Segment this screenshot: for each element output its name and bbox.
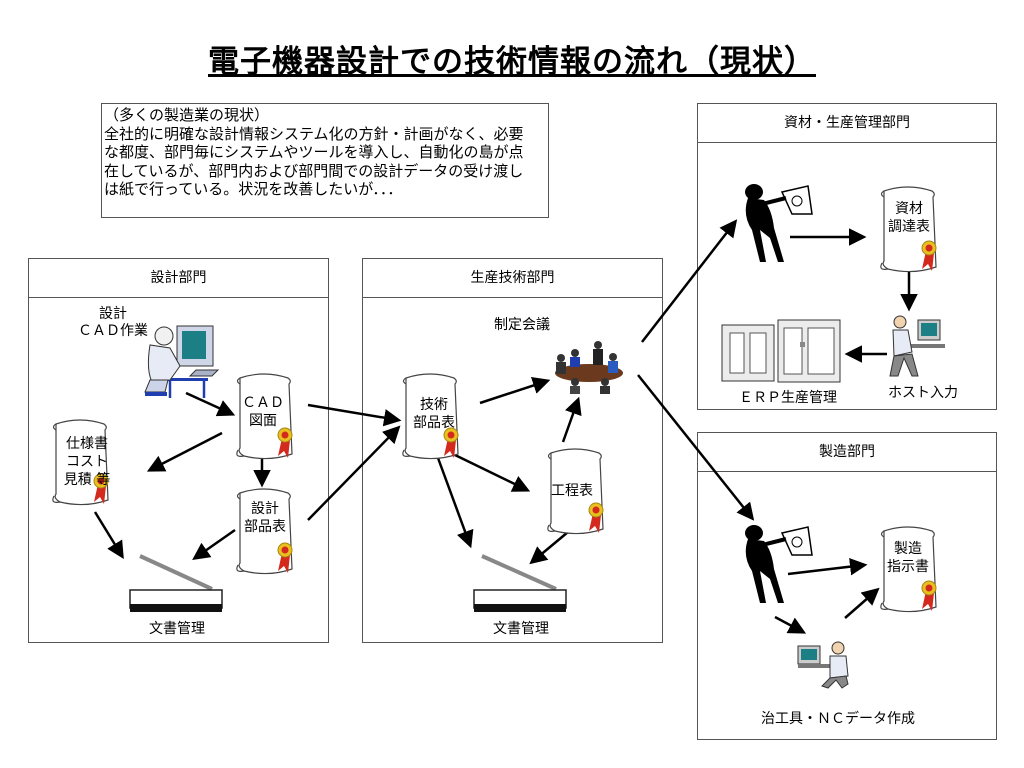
doc-line: 部品表	[413, 415, 455, 431]
label-line: 設計	[99, 306, 127, 322]
cad-workstation-icon	[144, 325, 220, 398]
doc-line: 工程表	[551, 483, 593, 499]
manufacturing-dept-panel: 製造部門	[697, 432, 997, 740]
erp-server-icon	[721, 319, 841, 383]
process-doc-label: 工程表	[546, 482, 598, 500]
arrow-process-to-docmgmt	[529, 531, 569, 565]
doc-line: 調達表	[888, 219, 930, 235]
design-dept-panel: 設計部門	[28, 258, 329, 643]
arrow-process-to-meeting	[561, 396, 582, 443]
label-line: ＣＡＤ作業	[78, 323, 148, 339]
cad-work-label: 設計 ＣＡＤ作業	[70, 306, 156, 340]
arrow-design-bom-to-docmgmt	[192, 528, 236, 561]
arrow-meeting-to-materials	[641, 219, 738, 343]
nc-workstation-operator-icon	[797, 641, 849, 689]
scanner-icon-1	[129, 554, 223, 612]
tech-bom-doc-label: 技術 部品表	[406, 396, 462, 432]
arrow-tech-bom-to-docmgmt	[436, 457, 474, 549]
design-bom-doc-label: 設計 部品表	[240, 500, 290, 536]
manager-figure-icon-2	[745, 525, 813, 603]
doc-mgmt-label-2: 文書管理	[493, 621, 549, 637]
page-title: 電子機器設計での技術情報の流れ（現状）	[208, 44, 816, 80]
meeting-icon	[555, 341, 623, 394]
doc-line: 指示書	[887, 559, 929, 575]
production-eng-dept-panel: 生産技術部門	[362, 258, 663, 643]
doc-line: 見積 等	[63, 472, 111, 488]
manager-figure-icon-1	[745, 184, 813, 262]
design-dept-title: 設計部門	[29, 259, 328, 298]
production-eng-dept-title: 生産技術部門	[363, 259, 662, 298]
doc-line: 部品表	[244, 519, 286, 535]
arrow-manager-to-instruction	[787, 557, 868, 576]
spec-cost-doc-label: 仕様書 コスト 見積 等	[46, 435, 128, 489]
arrow-meeting-to-manufacturing	[637, 374, 755, 521]
arrow-drawing-to-spec	[146, 431, 223, 472]
meeting-label: 制定会議	[494, 317, 550, 333]
instruction-doc-label: 製造 指示書	[882, 540, 934, 576]
doc-mgmt-label-1: 文書管理	[149, 621, 205, 637]
doc-line: 図面	[249, 413, 277, 429]
arrow-spec-to-docmgmt	[93, 511, 124, 559]
manufacturing-dept-title: 製造部門	[698, 433, 996, 472]
cad-drawing-doc-label: ＣＡＤ 図面	[238, 394, 288, 430]
doc-line: 資材	[895, 201, 923, 217]
host-terminal-operator-icon	[889, 315, 945, 377]
arrow-nc-to-instruction	[844, 587, 880, 619]
doc-line: コスト	[66, 454, 108, 470]
doc-line: 技術	[420, 397, 448, 413]
doc-line: ＣＡＤ	[242, 395, 284, 411]
doc-line: 仕様書	[66, 436, 108, 452]
doc-line: 設計	[251, 501, 279, 517]
note-line: な都度、部門毎にシステムやツールを導入し、自動化の島が点	[104, 143, 524, 161]
doc-line: 製造	[894, 541, 922, 557]
arrow-tech-bom-to-process	[454, 453, 531, 492]
erp-label: ＥＲＰ生産管理	[739, 390, 837, 406]
arrow-manager-to-nc	[774, 615, 807, 634]
scanner-icon-2	[473, 554, 567, 612]
note-line: 在しているが、部門内および部門間での設計データの受け渡し	[104, 161, 524, 180]
materials-dept-title: 資材・生産管理部門	[698, 104, 996, 143]
arrow-cad-to-drawing	[185, 391, 236, 417]
materials-dept-panel: 資材・生産管理部門	[697, 103, 997, 410]
procurement-doc-label: 資材 調達表	[884, 200, 934, 236]
jig-nc-label: 治工具・ＮＣデータ作成	[761, 711, 915, 727]
arrow-design-bom-to-tech-bom	[307, 425, 401, 521]
host-input-label: ホスト入力	[888, 385, 958, 401]
arrow-drawing-to-tech-bom	[307, 403, 402, 427]
note-line: 全社的に明確な設計情報システム化の方針・計画がなく、必要	[104, 124, 524, 143]
note-line: （多くの製造業の現状）	[104, 106, 270, 124]
arrow-tech-bom-to-meeting	[479, 377, 551, 405]
status-note: （多くの製造業の現状） 全社的に明確な設計情報システム化の方針・計画がなく、必要…	[101, 103, 549, 218]
note-line: は紙で行っている。状況を改善したいが．．．	[104, 180, 403, 198]
